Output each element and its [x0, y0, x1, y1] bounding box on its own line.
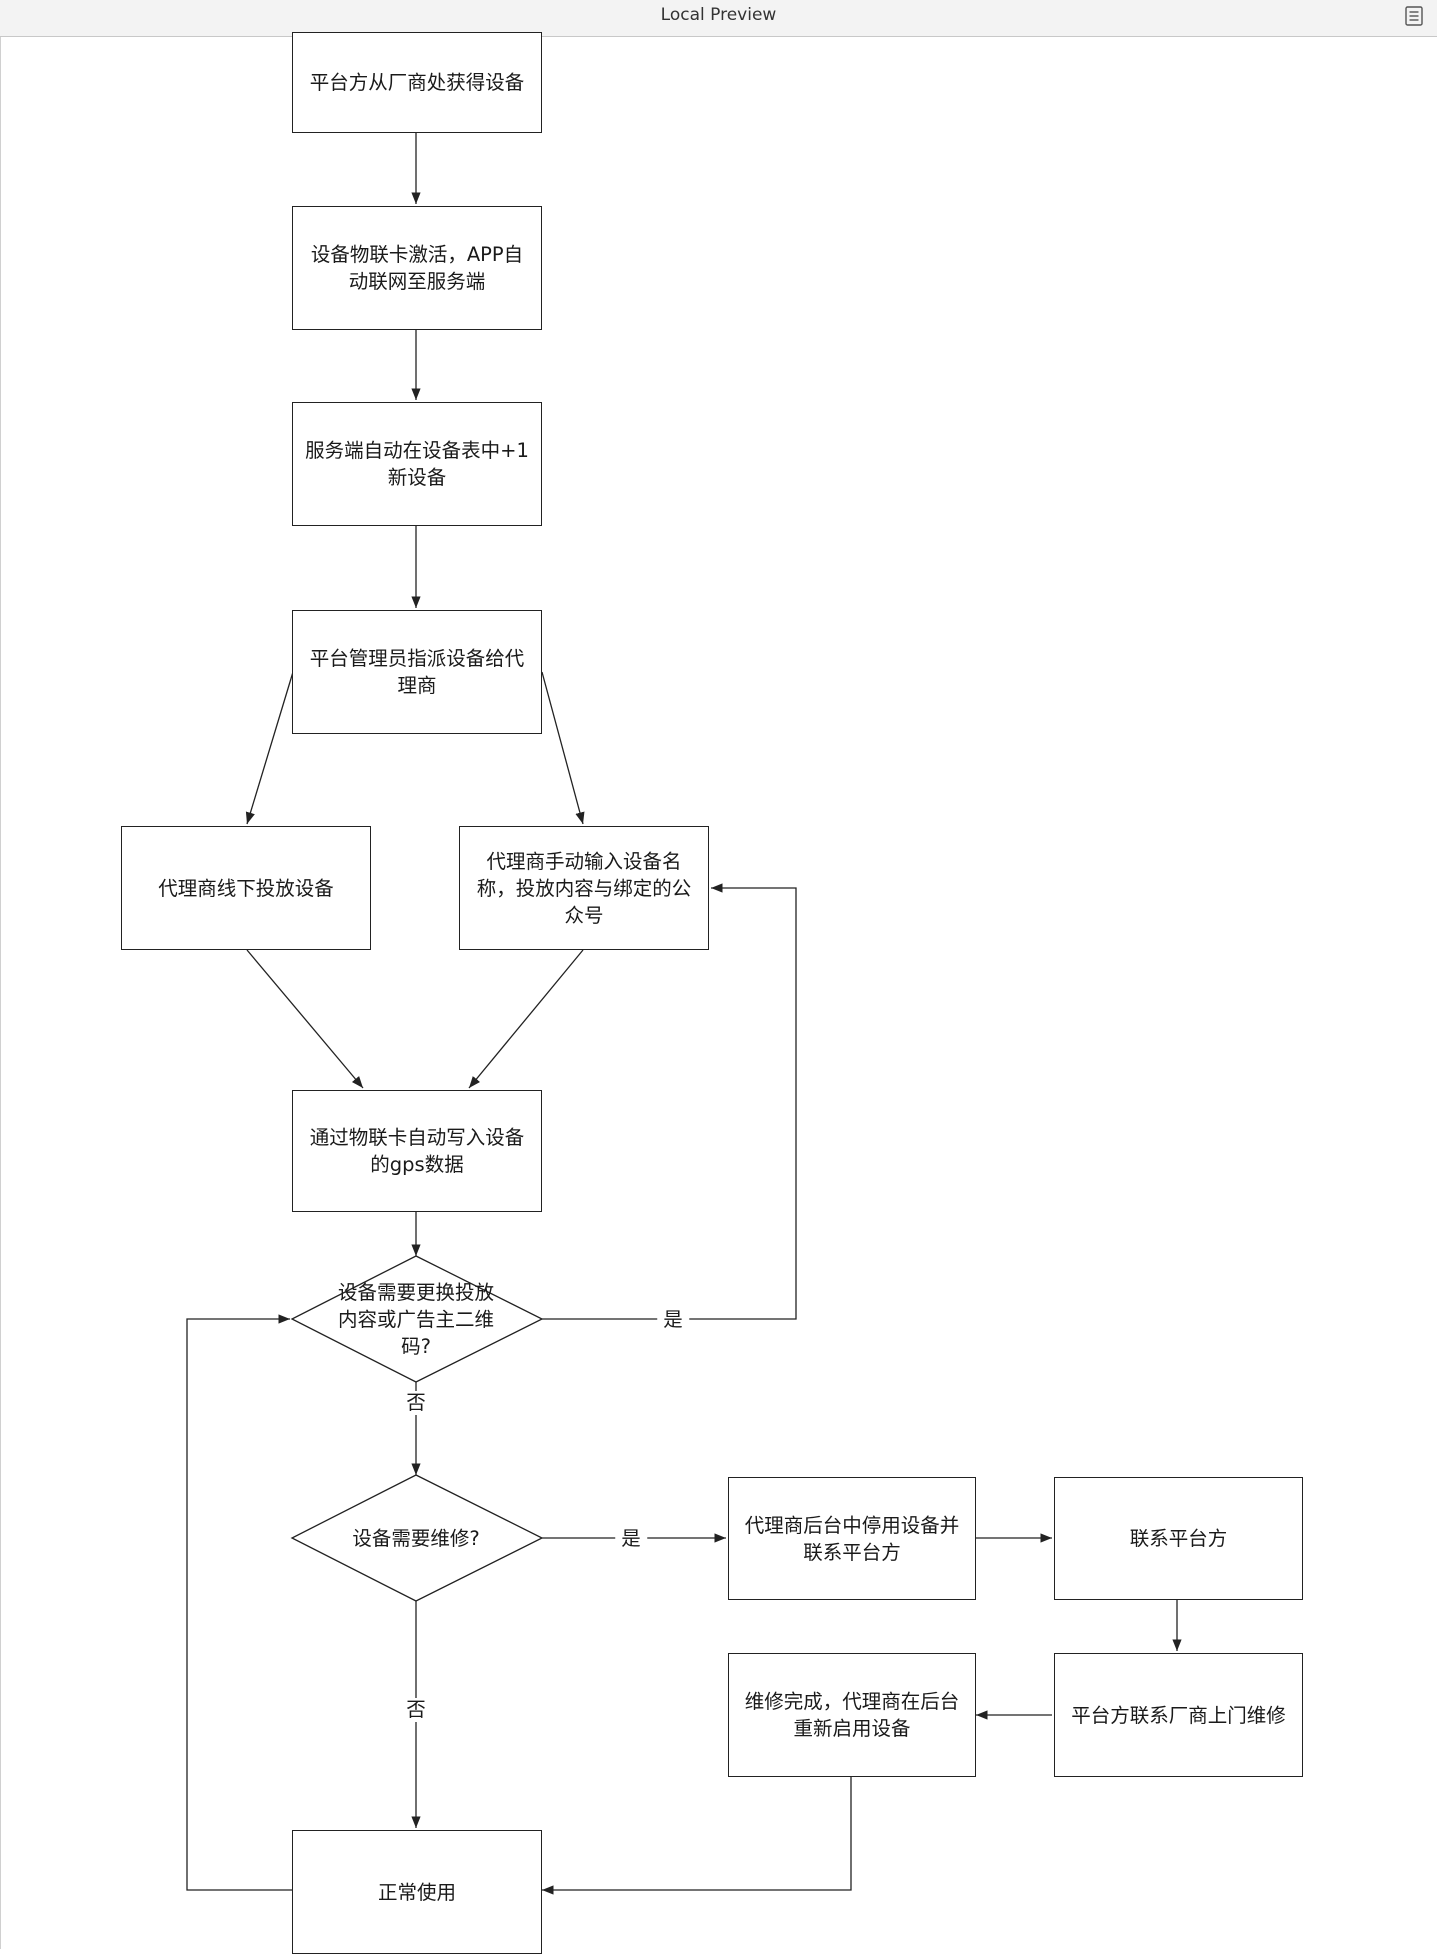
edge-label-replace-yes: 是 [657, 1308, 689, 1332]
edge-assign-manual [541, 671, 585, 825]
node-disable-device: 代理商后台中停用设备并联系平台方 [728, 1477, 976, 1600]
edge-manual-gps [468, 949, 584, 1089]
node-vendor-repair: 平台方联系厂商上门维修 [1054, 1653, 1303, 1777]
edge-done-normal [542, 1777, 852, 1895]
node-gps-write: 通过物联卡自动写入设备的gps数据 [292, 1090, 542, 1212]
decision-repair-shape [290, 1474, 544, 1602]
label-decision-replace: 设备需要更换投放内容或广告主二维码? [337, 1280, 494, 1358]
edge-label-repair-no: 否 [400, 1698, 432, 1722]
node-assign: 平台管理员指派设备给代理商 [292, 610, 542, 734]
edge-deploy-gps [246, 949, 364, 1089]
diagram-canvas: 平台方从厂商处获得设备 设备物联卡激活，APP自动联网至服务端 服务端自动在设备… [0, 32, 1437, 1954]
node-activate: 设备物联卡激活，APP自动联网至服务端 [292, 206, 542, 330]
list-icon[interactable] [1403, 5, 1425, 27]
window-title: Local Preview [660, 5, 777, 25]
node-normal-use: 正常使用 [292, 1830, 542, 1954]
node-deploy-offline: 代理商线下投放设备 [121, 826, 371, 950]
label-decision-repair: 设备需要维修? [352, 1526, 480, 1550]
edge-assign-deploy [245, 671, 294, 825]
node-register: 服务端自动在设备表中+1新设备 [292, 402, 542, 526]
edge-label-replace-no: 否 [400, 1391, 432, 1415]
node-repair-done: 维修完成，代理商在后台重新启用设备 [728, 1653, 976, 1777]
edge-normal-loop [186, 1314, 292, 1891]
node-contact-platform: 联系平台方 [1054, 1477, 1303, 1600]
node-manual-input: 代理商手动输入设备名称，投放内容与绑定的公众号 [459, 826, 709, 950]
title-bar: Local Preview [0, 0, 1437, 37]
edge-label-repair-yes: 是 [615, 1527, 647, 1551]
decision-replace-shape [290, 1255, 544, 1383]
node-acquire: 平台方从厂商处获得设备 [292, 32, 542, 133]
